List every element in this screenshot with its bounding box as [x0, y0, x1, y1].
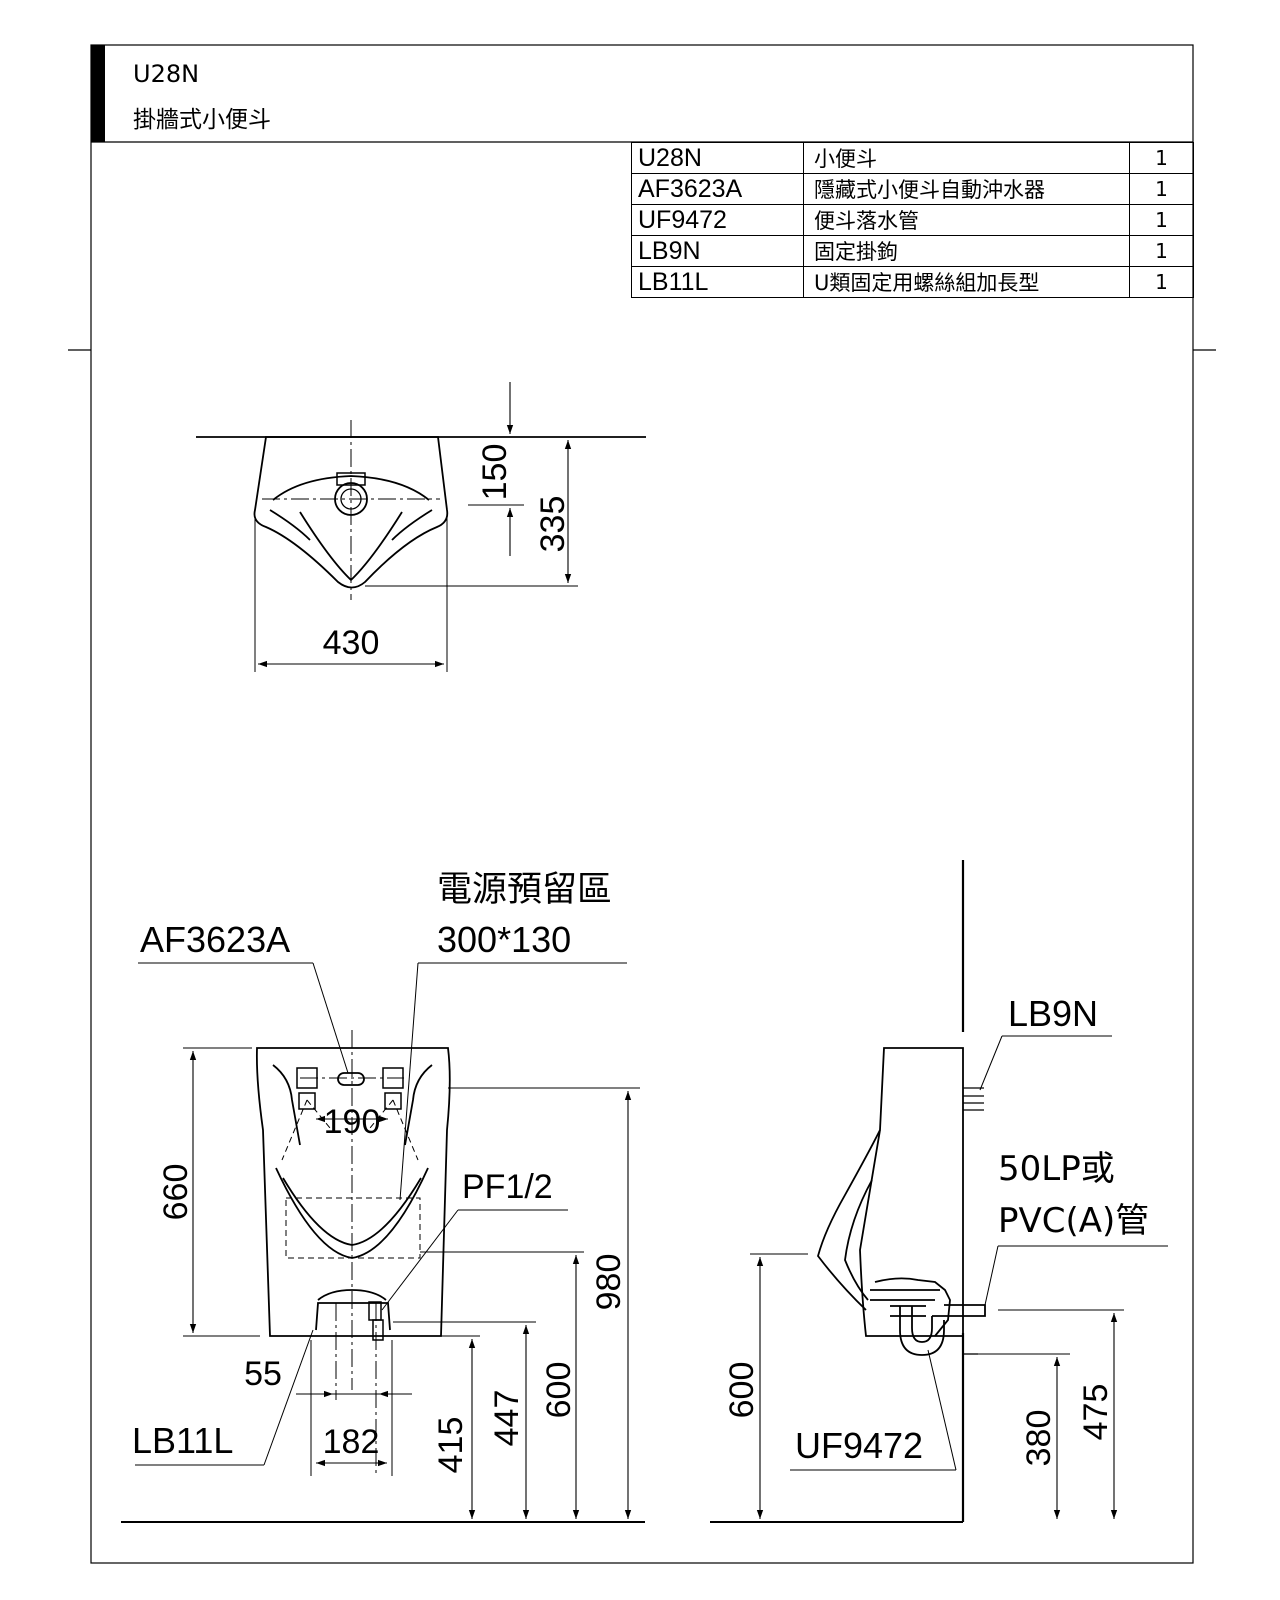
parts-table: U28N 小便斗 1 AF3623A 隱藏式小便斗自動沖水器 1 UF9472 …	[631, 142, 1194, 298]
part-name: 隱藏式小便斗自動沖水器	[803, 173, 1130, 205]
part-qty: 1	[1129, 173, 1194, 205]
front-view: AF3623A 電源預留區 300*130 PF1/2 LB11L 190 55…	[121, 870, 645, 1523]
part-name: 便斗落水管	[803, 204, 1130, 236]
sensor-label: AF3623A	[140, 919, 290, 960]
side-view: LB9N 50LP或 PVC(A)管 UF9472 600 380 475	[710, 860, 1168, 1523]
sensor-spacing-dim: 190	[324, 1103, 381, 1141]
parts-row: LB9N 固定掛鉤 1	[631, 235, 1194, 267]
drain-height-dim: 380	[1020, 1410, 1058, 1467]
model-code: U28N	[133, 60, 200, 88]
drain-label: UF9472	[795, 1425, 923, 1466]
part-code: LB11L	[631, 266, 804, 298]
body-height-dim: 660	[157, 1164, 195, 1221]
part-qty: 1	[1129, 235, 1194, 267]
bracket-height-dim: 447	[488, 1390, 526, 1447]
bolt-spacing-dim: 182	[323, 1423, 380, 1461]
parts-row: UF9472 便斗落水管 1	[631, 204, 1194, 236]
parts-row: AF3623A 隱藏式小便斗自動沖水器 1	[631, 173, 1194, 205]
pf-label: PF1/2	[462, 1168, 553, 1206]
part-qty: 1	[1129, 142, 1194, 174]
part-name: U類固定用螺絲組加長型	[803, 266, 1130, 298]
part-qty: 1	[1129, 204, 1194, 236]
screw-set-label: LB11L	[132, 1420, 233, 1461]
hook-label: LB9N	[1008, 993, 1098, 1034]
inlet-height-dim: 600	[540, 1362, 578, 1419]
top-depth-total-dim: 335	[534, 496, 572, 553]
top-height-dim: 980	[590, 1254, 628, 1311]
power-reserve-title: 電源預留區	[437, 870, 612, 910]
top-depth-upper-dim: 150	[476, 444, 514, 501]
model-name: 掛牆式小便斗	[133, 107, 271, 133]
part-qty: 1	[1129, 266, 1194, 298]
rim-height-dim: 600	[723, 1362, 761, 1419]
pipe-label-line1: 50LP或	[998, 1149, 1115, 1189]
part-code: AF3623A	[631, 173, 804, 205]
part-code: U28N	[631, 142, 804, 174]
power-reserve-size: 300*130	[437, 919, 571, 960]
offset-dim: 55	[244, 1355, 282, 1393]
outlet-height-dim: 415	[432, 1417, 470, 1474]
part-code: UF9472	[631, 204, 804, 236]
pipe-height-dim: 475	[1077, 1384, 1115, 1441]
part-name: 小便斗	[803, 142, 1130, 174]
part-code: LB9N	[631, 235, 804, 267]
parts-row: U28N 小便斗 1	[631, 142, 1194, 174]
top-view: 430 150 335	[196, 382, 646, 672]
top-width-dim: 430	[323, 624, 380, 662]
part-name: 固定掛鉤	[803, 235, 1130, 267]
pipe-label-line2: PVC(A)管	[998, 1201, 1149, 1241]
parts-row: LB11L U類固定用螺絲組加長型 1	[631, 266, 1194, 298]
title-block-accent	[91, 45, 105, 142]
